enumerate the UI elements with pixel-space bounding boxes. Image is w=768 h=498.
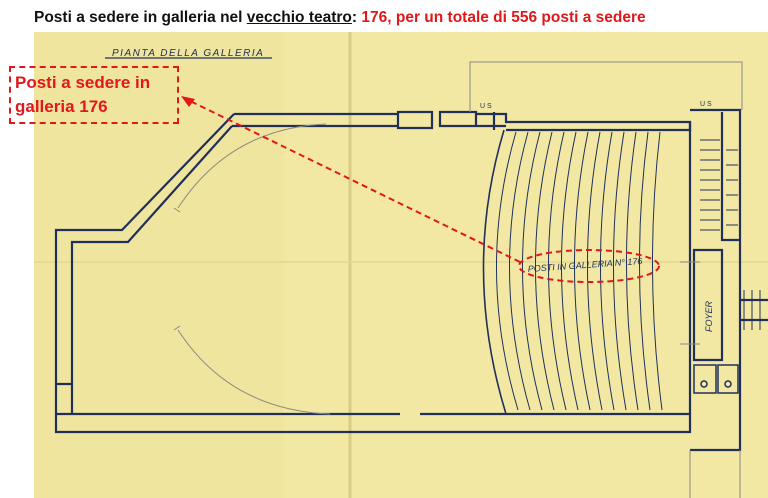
foyer-label: FOYER bbox=[704, 300, 714, 332]
service-rooms bbox=[693, 364, 739, 394]
caption-underlined-text: vecchio teatro bbox=[246, 9, 352, 26]
caption-colon: : bbox=[351, 9, 358, 26]
seats-callout-text: Posti a sedere in galleria 176 bbox=[15, 73, 151, 116]
callout-arrow bbox=[185, 98, 521, 263]
highlight-ellipse bbox=[518, 249, 660, 283]
floor-plan-drawing: PIANTA DELLA GALLERIA bbox=[34, 32, 768, 498]
page-caption: Posti a sedere in galleria nel vecchio t… bbox=[34, 4, 764, 32]
exit-label-left: U S bbox=[480, 103, 492, 110]
paper-shade bbox=[34, 32, 284, 498]
caption-text-start: Posti a sedere in galleria nel bbox=[34, 9, 247, 26]
outer-walls bbox=[54, 108, 768, 452]
callout-arrowhead bbox=[181, 96, 195, 107]
exit-label-right: U S bbox=[700, 101, 712, 108]
pencil-guides bbox=[173, 61, 743, 498]
seats-callout-box: Posti a sedere in galleria 176 bbox=[9, 66, 179, 124]
drawing-title: PIANTA DELLA GALLERIA bbox=[112, 48, 264, 59]
caption-highlight-text: 176, per un totale di 556 posti a sedere bbox=[361, 9, 646, 26]
staircase bbox=[700, 139, 761, 330]
